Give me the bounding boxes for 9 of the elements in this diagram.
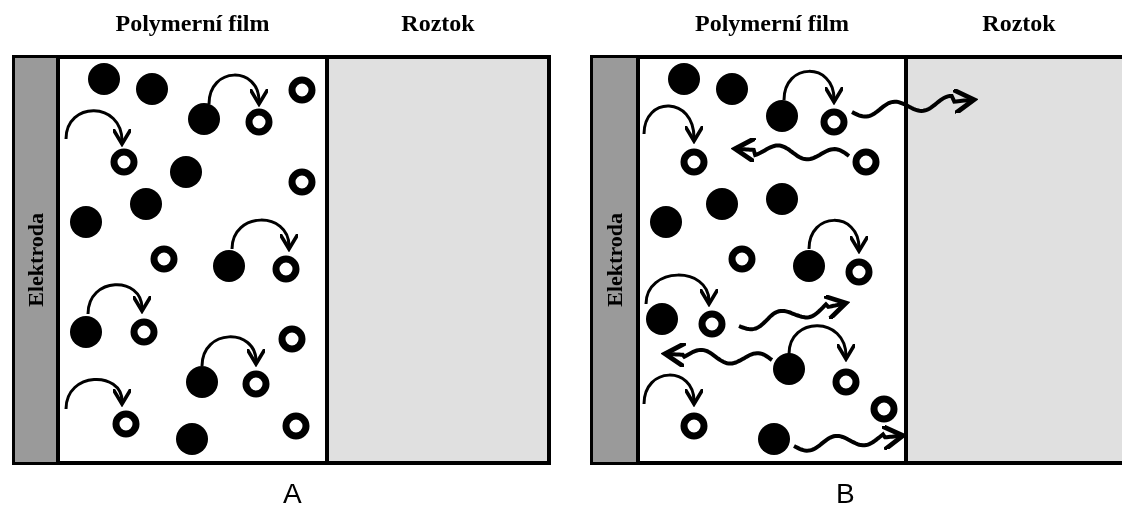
electrode-label: Elektroda: [23, 213, 49, 307]
column-heading: Polymerní film: [694, 10, 850, 37]
column-heading: Roztok: [400, 10, 476, 37]
wavy-arrow: [851, 87, 977, 119]
column-heading: Polymerní film: [114, 10, 271, 37]
panel-label: A: [283, 478, 302, 510]
panel-label: B: [836, 478, 855, 510]
column-heading: Roztok: [981, 10, 1057, 37]
electrode-label: Elektroda: [602, 213, 628, 307]
